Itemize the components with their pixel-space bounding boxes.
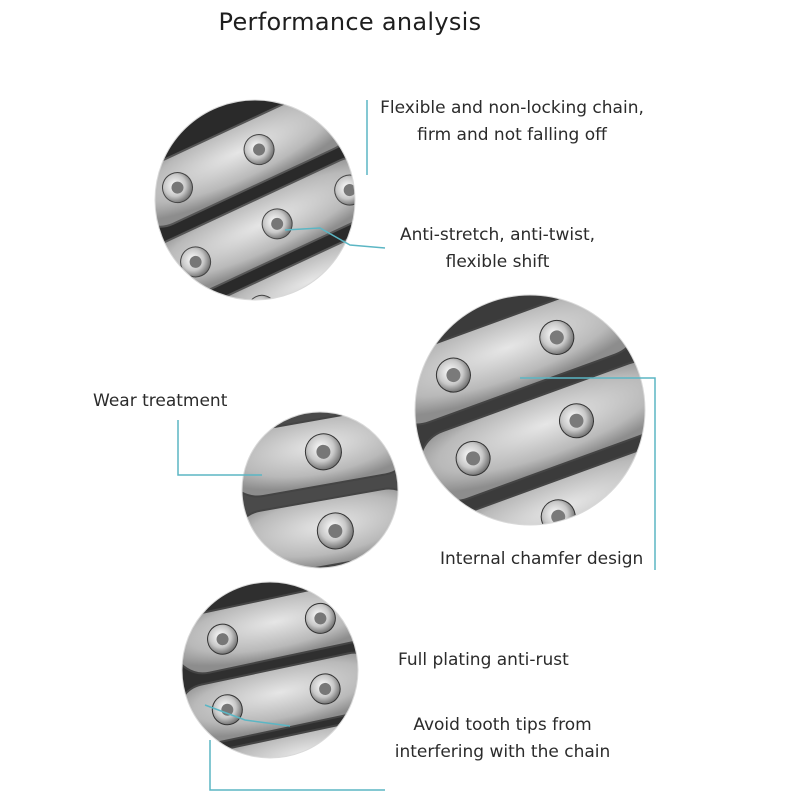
feature-6-line-1: Avoid tooth tips from: [413, 715, 592, 735]
callout-line-3: [177, 420, 262, 476]
feature-1-line-1: Flexible and non-locking chain,: [380, 98, 644, 118]
chain-photo-4-icon: [182, 582, 358, 758]
feature-label-3: Wear treatment: [93, 388, 227, 415]
chain-photo-2-icon: [415, 295, 645, 525]
feature-5-line-1: Full plating anti-rust: [398, 650, 569, 670]
feature-label-5: Full plating anti-rust: [398, 647, 569, 674]
feature-label-2: Anti-stretch, anti-twist, flexible shift: [385, 222, 610, 276]
page-title: Performance analysis: [218, 8, 482, 36]
feature-1-line-2: firm and not falling off: [417, 125, 607, 145]
callout-line-5: [204, 704, 291, 727]
callout-lines: [177, 100, 656, 791]
feature-label-6: Avoid tooth tips from interfering with t…: [385, 712, 620, 766]
feature-6-line-2: interfering with the chain: [394, 742, 611, 762]
feature-label-1: Flexible and non-locking chain, firm and…: [372, 95, 652, 149]
callout-line-6: [209, 740, 385, 791]
feature-3-line-1: Wear treatment: [93, 391, 228, 411]
feature-4-line-1: Internal chamfer design: [440, 549, 644, 569]
feature-2-line-1: Anti-stretch, anti-twist,: [399, 225, 596, 245]
callout-line-4: [520, 377, 656, 570]
chain-photo-3-icon: [242, 412, 398, 568]
feature-label-4: Internal chamfer design: [440, 546, 643, 573]
feature-2-line-2: flexible shift: [445, 252, 550, 272]
callout-line-2: [284, 227, 386, 249]
